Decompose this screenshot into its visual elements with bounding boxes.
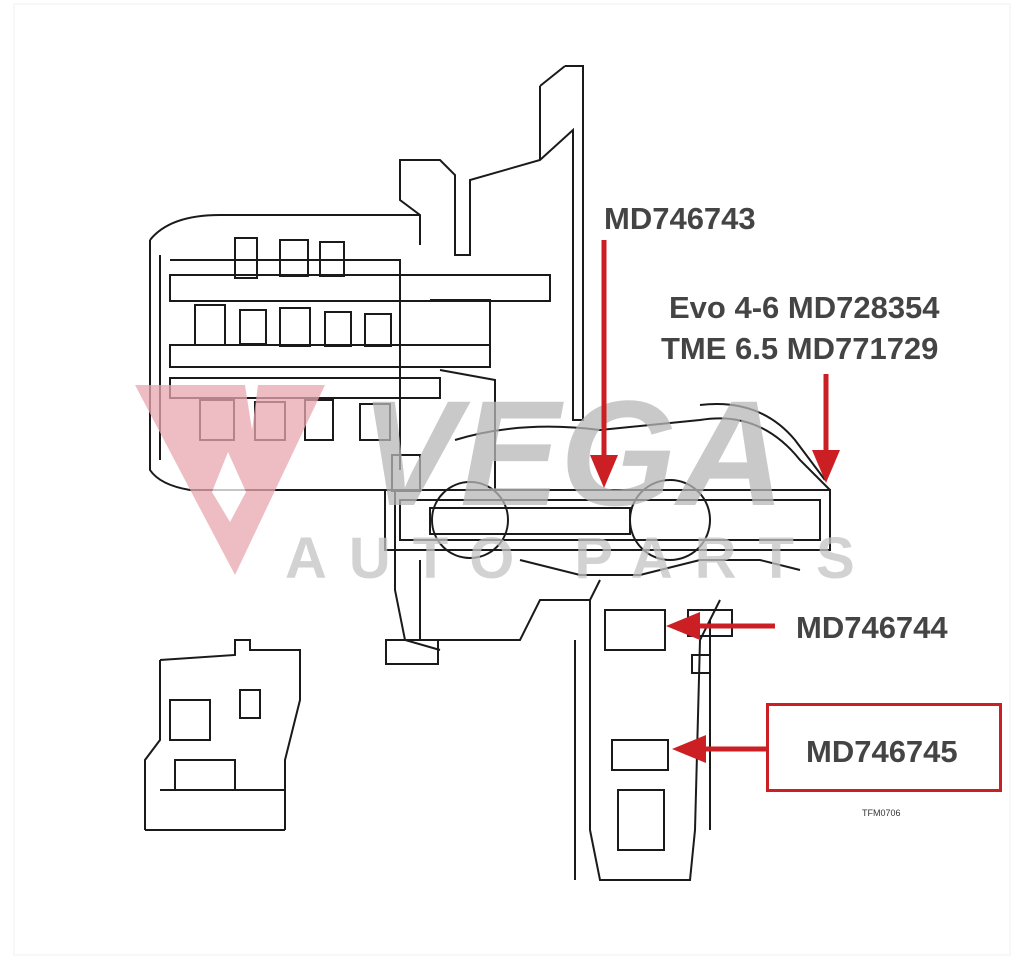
arrow-bottom-head [672, 735, 706, 763]
arrow-right-head [812, 450, 840, 483]
highlight-box-part-bottom [766, 703, 1002, 792]
vega-watermark: VEGA AUTO PARTS [135, 369, 877, 591]
callout-arrows [590, 240, 840, 763]
label-part-right-line2: TME 6.5 MD771729 [661, 331, 938, 366]
page-border [13, 3, 1011, 956]
figure-code: TFM0706 [862, 808, 901, 818]
label-part-top: MD746743 [604, 201, 756, 236]
label-part-right-line1: Evo 4-6 MD728354 [669, 290, 940, 325]
watermark-word-2: AUTO PARTS [285, 526, 877, 591]
watermark-word-1: VEGA [360, 369, 785, 537]
label-part-bottom: MD746745 [806, 734, 958, 769]
arrow-top-head [590, 455, 618, 488]
arrow-middle-head [666, 612, 700, 640]
label-part-middle: MD746744 [796, 610, 948, 645]
